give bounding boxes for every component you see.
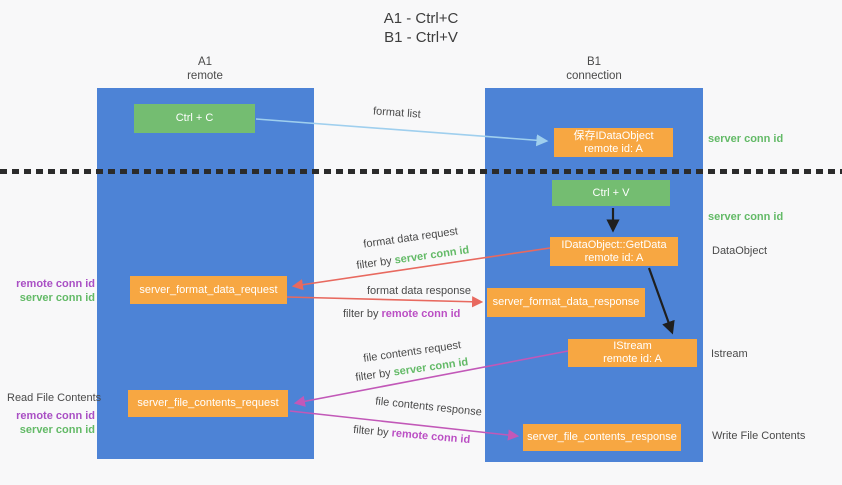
label-dataobject: DataObject [712, 245, 768, 257]
label-write-file-contents: Write File Contents [712, 430, 806, 442]
node-server-format-data-request: server_format_data_request [130, 276, 287, 304]
title-line-2: B1 - Ctrl+V [384, 29, 458, 46]
column-b-name: B1 [586, 56, 602, 68]
node-idataobject-getdata-line1: IDataObject::GetData [561, 238, 667, 251]
node-server-format-data-response-label: server_format_data_response [492, 296, 640, 308]
label-server-conn-id-right-mid: server conn id [708, 211, 784, 223]
node-istream-line1: IStream [613, 340, 652, 352]
label-format-data-response: format data response [367, 285, 471, 297]
node-istream-line2: remote id: A [603, 353, 662, 365]
arrow-format-data-response [286, 296, 484, 308]
label-file-contents-response: file contents response [374, 395, 483, 419]
filter-by-text: filter by [343, 308, 379, 320]
remote-conn-id-text: remote conn id [391, 427, 471, 447]
label-server-conn-id-left-bottom: server conn id [19, 424, 95, 436]
column-a-name: A1 [197, 56, 213, 68]
node-server-format-data-response: server_format_data_response [487, 288, 645, 317]
label-server-conn-id-left-top: server conn id [19, 292, 95, 304]
column-a-header: A1 remote [150, 55, 260, 83]
node-idataobject-getdata-line2: remote id: A [584, 251, 644, 264]
title-line-1: A1 - Ctrl+C [383, 10, 459, 27]
node-server-format-data-request-label: server_format_data_request [139, 283, 278, 296]
column-a-role: remote [187, 70, 223, 82]
label-remote-conn-id-left-bottom: remote conn id [16, 410, 95, 422]
node-save-idataobject-line1: 保存IDataObject [573, 129, 654, 142]
node-save-idataobject: 保存IDataObject remote id: A [554, 128, 673, 157]
node-ctrl-v-label: Ctrl + V [592, 186, 630, 199]
node-save-idataobject-line2: remote id: A [584, 142, 643, 155]
label-remote-conn-id-left-top: remote conn id [16, 278, 95, 290]
node-server-file-contents-response: server_file_contents_response [523, 424, 681, 451]
server-conn-id-text: server conn id [393, 244, 471, 267]
node-ctrl-c-label: Ctrl + C [175, 112, 214, 124]
label-read-file-contents: Read File Contents [7, 392, 102, 404]
node-ctrl-c: Ctrl + C [134, 104, 255, 133]
node-ctrl-v: Ctrl + V [552, 180, 670, 206]
label-istream: Istream [711, 348, 748, 360]
phase-separator-dotted-line [0, 169, 842, 174]
column-b-role: connection [566, 70, 622, 82]
label-filter-by-remote-conn-id-bottom: filter by remote conn id [353, 424, 471, 446]
node-istream: IStream remote id: A [568, 339, 697, 367]
server-conn-id-text: server conn id [392, 356, 470, 379]
remote-conn-id-text: remote conn id [381, 308, 461, 320]
column-b-header: B1 connection [539, 55, 649, 83]
node-server-file-contents-response-label: server_file_contents_response [527, 431, 677, 443]
label-filter-by-remote-conn-id-top: filter by remote conn id [343, 308, 460, 320]
filter-by-text: filter by [354, 367, 392, 384]
node-server-file-contents-request-label: server_file_contents_request [137, 397, 279, 409]
node-idataobject-getdata: IDataObject::GetData remote id: A [550, 237, 678, 266]
diagram-title: A1 - Ctrl+C B1 - Ctrl+V [0, 9, 842, 47]
filter-by-text: filter by [352, 423, 390, 439]
node-server-file-contents-request: server_file_contents_request [128, 390, 288, 417]
filter-by-text: filter by [355, 255, 393, 272]
label-server-conn-id-right-top: server conn id [708, 133, 784, 145]
label-format-list: format list [372, 105, 422, 121]
